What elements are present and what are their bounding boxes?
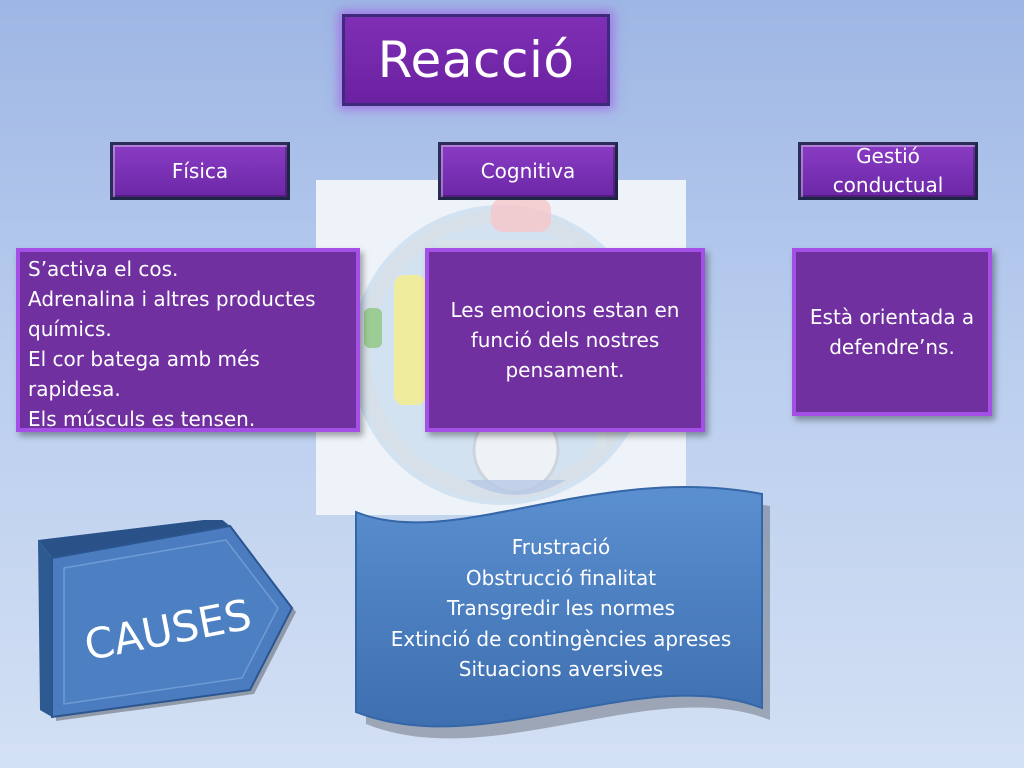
cause-item: Obstrucció finalitat <box>465 565 657 590</box>
causes-banner <box>355 486 770 739</box>
fisica-line: rapidesa. <box>28 377 121 401</box>
cause-item: Extinció de contingències apreses <box>390 626 732 651</box>
fisica-line: químics. <box>28 317 112 341</box>
header-cognitiva-label: Cognitiva <box>480 158 576 183</box>
cause-item: Transgredir les normes <box>446 596 676 620</box>
header-gestio-conductual: Gestió conductual <box>798 142 978 200</box>
cause-item: Situacions aversives <box>458 657 664 681</box>
cognitiva-description-box: Les emocions estan en funció dels nostre… <box>425 248 705 432</box>
fisica-line: El cor batega amb més <box>28 347 260 371</box>
gestio-description-box: Està orientada a defendre’ns. <box>792 248 992 416</box>
header-fisica-label: Física <box>171 158 229 183</box>
header-gestio-label-line2: conductual <box>832 173 944 197</box>
causes-list: Frustració Obstrucció finalitat Transgre… <box>372 532 750 692</box>
fisica-description-box: S’activa el cos. Adrenalina i altres pro… <box>16 248 360 432</box>
fisica-line: S’activa el cos. <box>28 257 179 281</box>
page-title: Reacció <box>377 31 575 89</box>
header-cognitiva: Cognitiva <box>438 142 618 200</box>
header-gestio-label-line1: Gestió <box>856 144 920 168</box>
causes-arrow: CAUSES <box>38 520 296 721</box>
title-box: Reacció <box>342 14 610 106</box>
fisica-line: Els músculs es tensen. <box>28 407 256 431</box>
cause-item: Frustració <box>511 535 611 559</box>
cognitiva-text: Les emocions estan en funció dels nostre… <box>450 298 680 382</box>
header-fisica: Física <box>110 142 290 200</box>
fisica-line: Adrenalina i altres productes <box>28 287 316 311</box>
gestio-text: Està orientada a defendre’ns. <box>809 305 975 359</box>
